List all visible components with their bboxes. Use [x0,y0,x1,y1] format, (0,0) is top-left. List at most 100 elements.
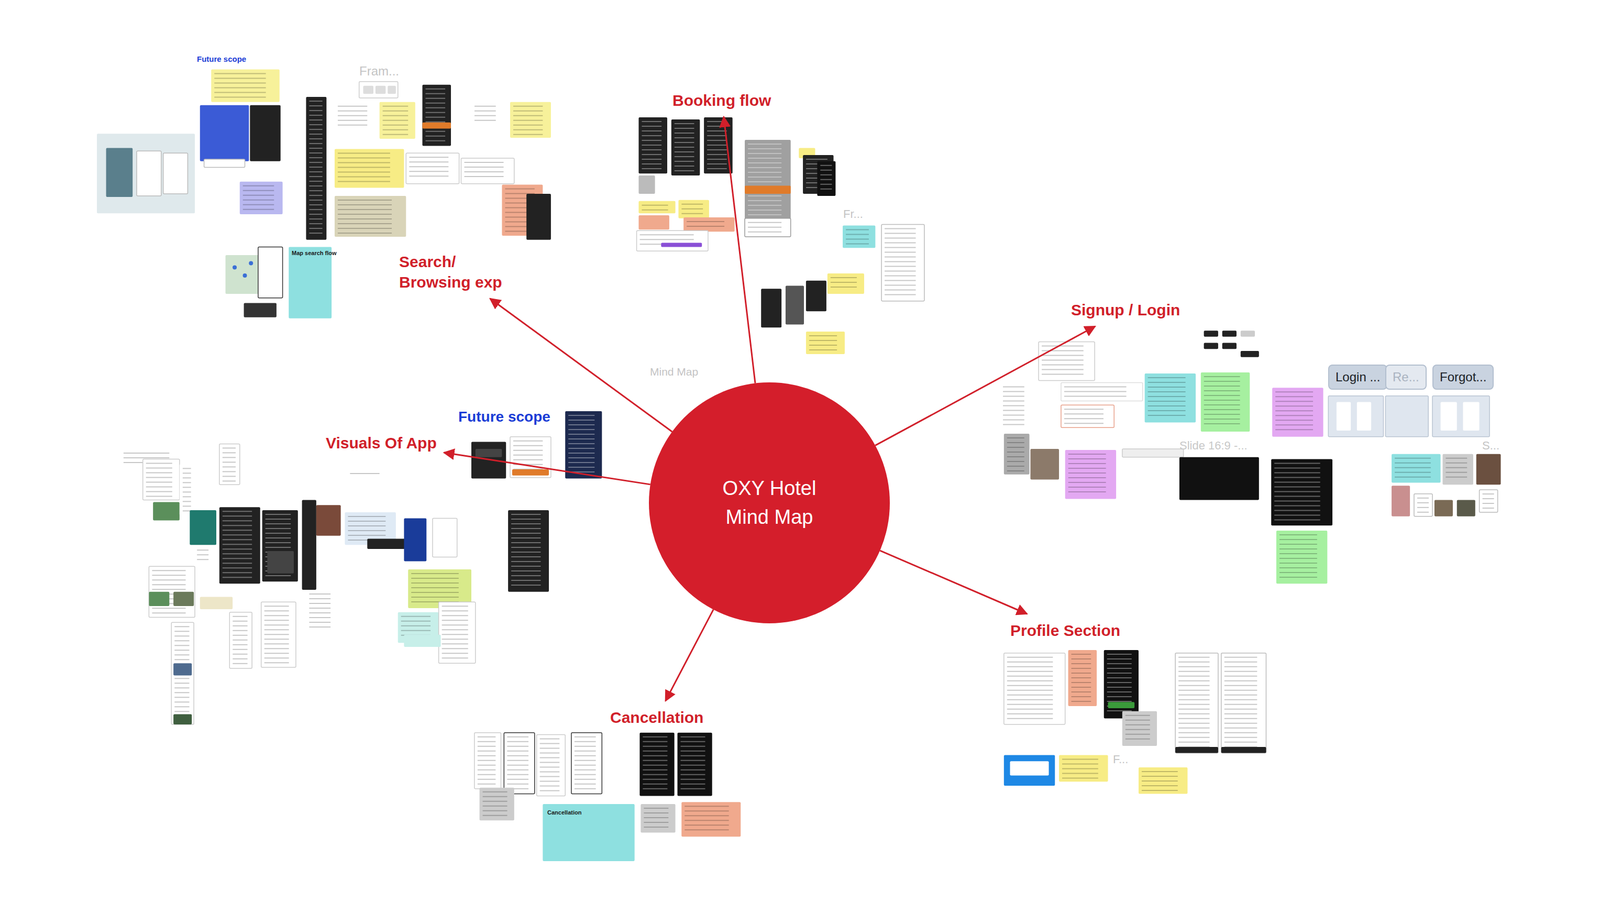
thumbnail-line [1007,451,1025,453]
thumbnail-line [747,176,782,178]
thumbnail-line [1279,571,1318,573]
thumbnail-line [196,554,209,556]
thumbnail [403,634,441,647]
thumbnail-line [1178,722,1210,724]
thumbnail-line [337,218,392,220]
thumbnail-line [511,513,541,515]
thumbnail-line [1071,700,1092,702]
thumbnail [334,102,376,133]
thumbnail-line [337,115,368,117]
thumbnail-line [474,105,496,107]
thumbnail [1179,457,1260,501]
thumbnail-line [309,626,331,628]
thumbnail-line [222,456,236,458]
thumbnail-line [309,232,323,234]
thumbnail-line [1041,364,1084,366]
thumbnail-line [1204,380,1241,382]
thumbnail-line [309,593,331,595]
thumbnail-line [1007,442,1025,444]
thumbnail-line [747,181,782,183]
thumbnail-line [1071,667,1092,669]
thumbnail-line [442,647,469,649]
thumbnail-line [643,821,669,823]
note-label: S... [1482,438,1500,453]
thumbnail-line [1178,699,1210,701]
thumbnail-line [1068,481,1107,483]
thumbnail-line [511,537,541,539]
thumbnail-line [686,221,725,223]
thumbnail-line [511,570,541,572]
thumbnail-line [707,153,727,156]
thumbnail-line [1125,714,1151,716]
thumbnail-line [1274,477,1321,479]
thumbnail-line [574,783,597,785]
branch-arrow [879,550,1028,614]
thumbnail-line [1178,656,1210,658]
thumbnail-line [511,579,541,581]
thumbnail-line [1417,506,1429,509]
thumbnail-line [442,638,469,640]
thumbnail-line [1275,410,1313,412]
thumbnail-line [174,705,190,708]
thumbnail-line [182,486,192,488]
thumbnail [173,714,192,725]
thumbnail-line [309,190,323,192]
thumbnail-line [1141,775,1178,777]
thumbnail-line [511,523,541,525]
thumbnail-line [409,170,449,172]
thumbnail [1276,530,1328,584]
thumbnail [148,591,170,606]
thumbnail [302,500,317,590]
thumbnail-line [409,175,449,177]
thumbnail-line [506,764,529,766]
thumbnail-line [1178,666,1210,668]
thumbnail-line [214,72,266,74]
thumbnail-line [425,88,446,90]
thumbnail-line [820,164,832,167]
thumbnail-line [264,657,290,659]
thumbnail [229,612,252,669]
thumbnail-line [382,129,409,131]
thumbnail-line [196,549,209,551]
thumbnail [744,218,791,237]
thumbnail-line [1224,685,1258,687]
thumbnail-line [401,630,431,632]
thumbnail-line [425,121,446,123]
thumbnail-line [309,612,331,614]
thumbnail-line [747,214,782,216]
thumbnail-line [1482,507,1495,509]
thumbnail-line [243,185,274,187]
thumbnail-line [264,652,290,654]
thumbnail-line [146,495,173,498]
thumbnail-line [464,166,504,168]
thumbnail-line [1279,562,1318,564]
thumbnail-line [642,774,668,776]
thumbnail-line [884,289,916,291]
thumbnail [359,81,399,98]
thumbnail-line [477,750,496,752]
thumbnail-line [684,814,729,816]
thumbnail-line [337,232,392,234]
thumbnail-line [574,745,597,747]
thumbnail-line [264,647,290,649]
thumbnail-line [425,140,446,142]
thumbnail-line [1007,680,1054,682]
thumbnail-line [747,204,782,206]
thumbnail-line [1274,495,1321,498]
thumbnail [677,732,712,797]
thumbnail-line [643,807,669,809]
thumbnail-line [265,575,292,577]
thumbnail-line [222,548,252,550]
thumbnail-line [232,639,248,641]
thumbnail-line [681,203,703,205]
thumbnail-line [1204,385,1241,387]
thumbnail [460,158,514,184]
thumbnail-line [1482,493,1495,495]
thumbnail-line [146,481,173,483]
thumbnail-line [222,529,252,531]
thumbnail-line [1007,465,1025,467]
map-pin [243,273,248,278]
thumbnail-line [382,119,409,121]
thumbnail-line [1007,675,1054,677]
thumbnail-line [1148,395,1186,397]
